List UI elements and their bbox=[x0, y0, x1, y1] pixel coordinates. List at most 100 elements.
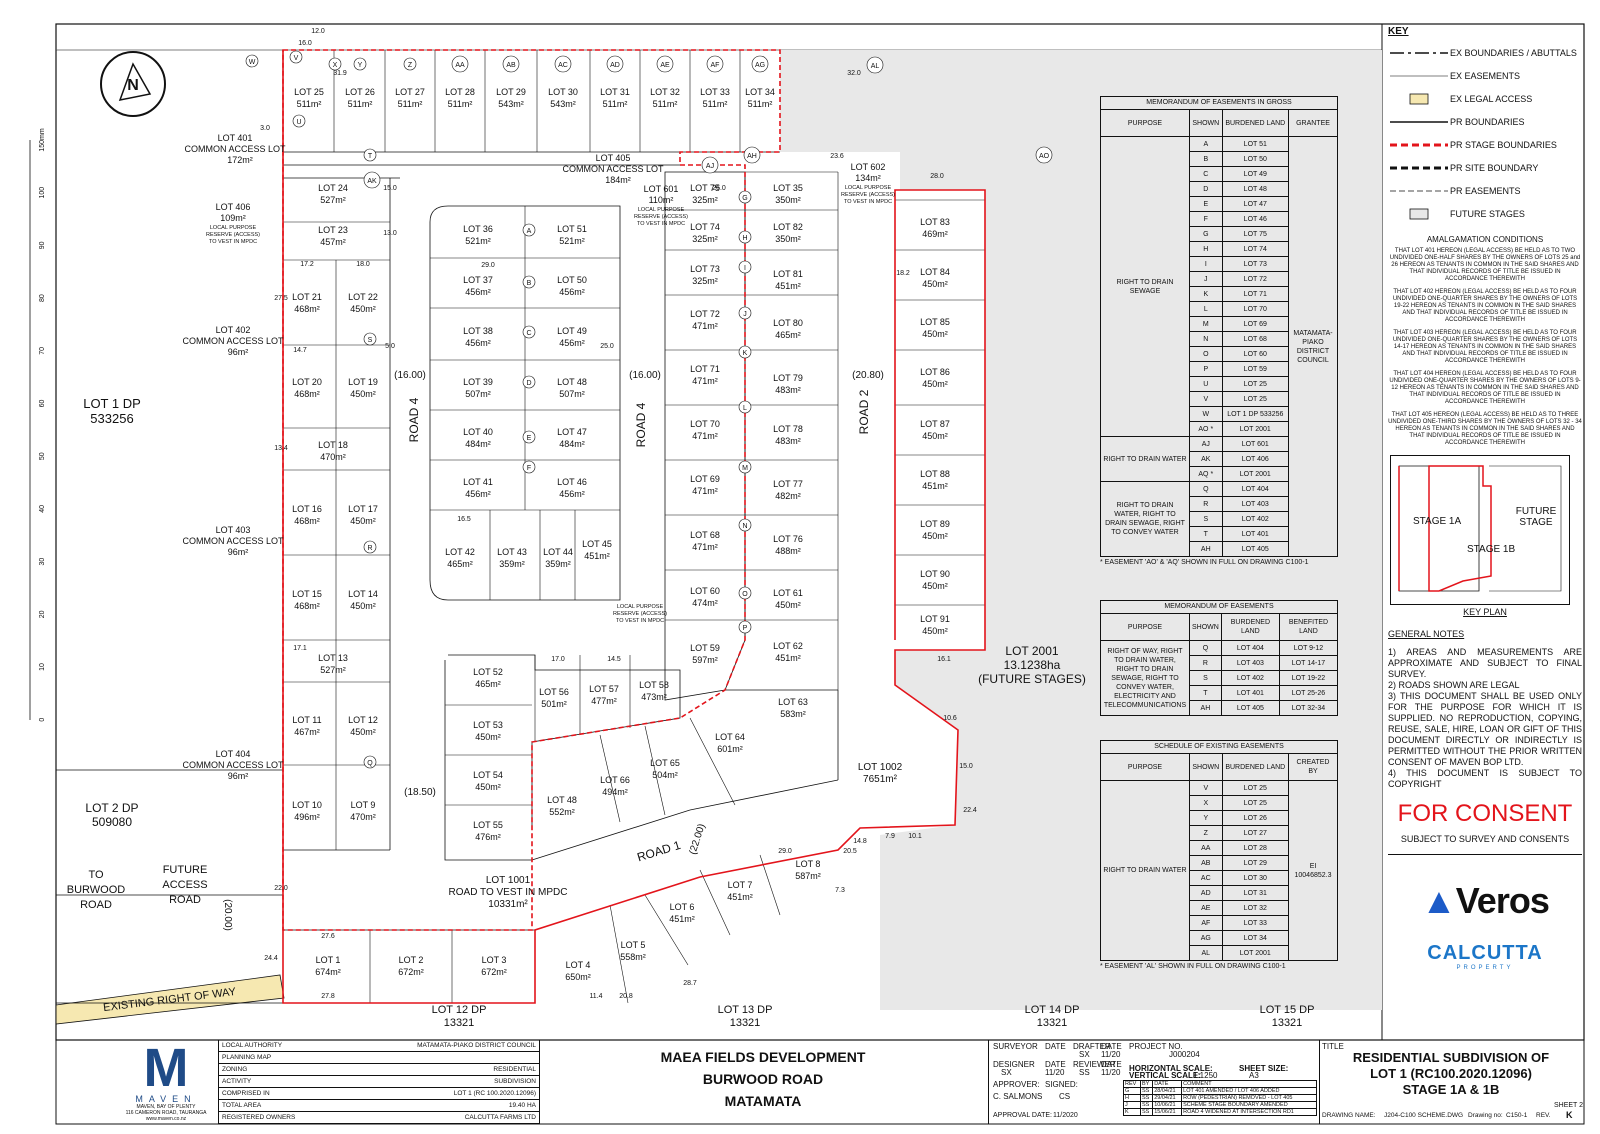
for-consent: FOR CONSENT bbox=[1397, 800, 1573, 827]
rev-cell: 15/06/21 bbox=[1152, 1108, 1183, 1116]
table-cell: LOT 9-12 bbox=[1278, 640, 1339, 656]
calcutta-wordmark: CALCUTTA bbox=[1427, 942, 1543, 964]
lot-area: 450m² bbox=[922, 626, 948, 636]
table-cell: P bbox=[1189, 361, 1223, 377]
lot-area: 451m² bbox=[775, 281, 801, 291]
table-cell: LOT 25 bbox=[1221, 391, 1290, 407]
memo-exist-footnote: * EASEMENT 'AL' SHOWN IN FULL ON DRAWING… bbox=[1100, 963, 1286, 970]
lot-area: 477m² bbox=[591, 696, 617, 706]
lot-number: LOT 52 bbox=[473, 667, 503, 677]
rev-header: BY bbox=[1139, 1080, 1154, 1088]
easement-marker bbox=[522, 460, 536, 474]
key-symbol bbox=[1388, 73, 1450, 79]
table-cell: T bbox=[1189, 526, 1223, 542]
road-width: (16.00) bbox=[394, 370, 426, 381]
lot-number: LOT 32 bbox=[650, 87, 680, 97]
easement-letter: K bbox=[743, 350, 748, 357]
dimension: 27.5 bbox=[274, 295, 288, 302]
parcel-number: LOT 13 DP bbox=[718, 1004, 773, 1016]
dimension: 7.3 bbox=[835, 887, 845, 894]
access-lot-area: 134m² bbox=[855, 173, 881, 183]
lot-number: LOT 81 bbox=[773, 269, 803, 279]
approver-value: C. SALMONS bbox=[993, 1092, 1043, 1101]
scale-tick: 50 bbox=[39, 452, 46, 460]
reviewer-label: REVIEWER bbox=[1073, 1060, 1116, 1069]
dimension: 29.0 bbox=[481, 262, 495, 269]
easement-letter: Z bbox=[408, 62, 413, 69]
lot-number: LOT 75 bbox=[690, 183, 720, 193]
table-cell: AE bbox=[1189, 900, 1223, 916]
table-cell: LOT 71 bbox=[1221, 286, 1290, 302]
lot-number: LOT 18 bbox=[318, 440, 348, 450]
lot-number: LOT 19 bbox=[348, 377, 378, 387]
access-lot-area: 110m² bbox=[649, 195, 674, 205]
table-cell: LOT 33 bbox=[1221, 915, 1290, 931]
title-line: LOT 1 (RC100.2020.12096) bbox=[1370, 1066, 1532, 1081]
table-cell: LOT 49 bbox=[1221, 166, 1290, 182]
parcel-number: LOT 2001 bbox=[1005, 644, 1058, 658]
project-line: BURWOOD ROAD bbox=[702, 1071, 824, 1087]
table-row: RIGHT OF WAY, RIGHT TO DRAIN WATER, RIGH… bbox=[1100, 640, 1339, 716]
access-lot-note: RESERVE (ACCESS) bbox=[841, 192, 895, 198]
table-header: PURPOSE bbox=[1100, 753, 1190, 781]
scale-tick: 30 bbox=[39, 558, 46, 566]
table-cell: LOT 48 bbox=[1221, 181, 1290, 197]
lot-number: LOT 87 bbox=[920, 419, 950, 429]
lot-area: 456m² bbox=[465, 338, 491, 348]
key-label: PR STAGE BOUNDARIES bbox=[1450, 139, 1557, 150]
info-label: PLANNING MAP bbox=[219, 1051, 335, 1064]
table-cell: LOT 402 bbox=[1220, 670, 1280, 686]
lot-area: 511m² bbox=[748, 99, 773, 109]
rev-cell: SS bbox=[1139, 1101, 1154, 1109]
lot-area: 471m² bbox=[692, 321, 718, 331]
dimension: 27.6 bbox=[321, 933, 335, 940]
table-header: SHOWN bbox=[1189, 613, 1222, 641]
dimension: 5.0 bbox=[385, 343, 395, 350]
table-cell: V bbox=[1189, 391, 1223, 407]
scale-tick: 100 bbox=[39, 187, 46, 199]
access-lot-number: LOT 403 bbox=[216, 525, 251, 535]
easement-letter: Y bbox=[358, 62, 363, 69]
dimension: 26.0 bbox=[712, 185, 726, 192]
lot-area: 450m² bbox=[922, 279, 948, 289]
parcel-area: 7651m² bbox=[863, 774, 898, 785]
lot-number: LOT 13 bbox=[318, 653, 348, 663]
dimension: 14.7 bbox=[293, 347, 307, 354]
lot-number: LOT 8 bbox=[796, 859, 821, 869]
lot-number: LOT 66 bbox=[600, 775, 630, 785]
rev-cell: 10/06/21 bbox=[1152, 1101, 1183, 1109]
lot-number: LOT 26 bbox=[345, 87, 375, 97]
lot-number: LOT 17 bbox=[348, 504, 378, 514]
easement-marker bbox=[363, 755, 377, 769]
lot-number: LOT 39 bbox=[463, 377, 493, 387]
lot-area: 451m² bbox=[584, 551, 610, 561]
easement-letter: J bbox=[743, 311, 747, 318]
maven-address: www.maven.co.nz bbox=[145, 1116, 187, 1122]
easement-marker bbox=[1035, 146, 1053, 164]
table-cell: AD bbox=[1189, 885, 1223, 901]
lot-number: LOT 15 bbox=[292, 589, 322, 599]
table-cell: LOT 2001 bbox=[1221, 945, 1290, 961]
table-cell: LOT 68 bbox=[1221, 331, 1290, 347]
lot-area: 450m² bbox=[350, 304, 376, 314]
rev-cell: J bbox=[1123, 1101, 1141, 1109]
dimension: 29.0 bbox=[778, 848, 792, 855]
easement-marker bbox=[738, 586, 752, 600]
lot-area: 451m² bbox=[727, 892, 753, 902]
easement-letter: V bbox=[294, 55, 299, 62]
access-lot-note: LOCAL PURPOSE bbox=[638, 207, 685, 213]
easement-letter: S bbox=[368, 337, 373, 344]
